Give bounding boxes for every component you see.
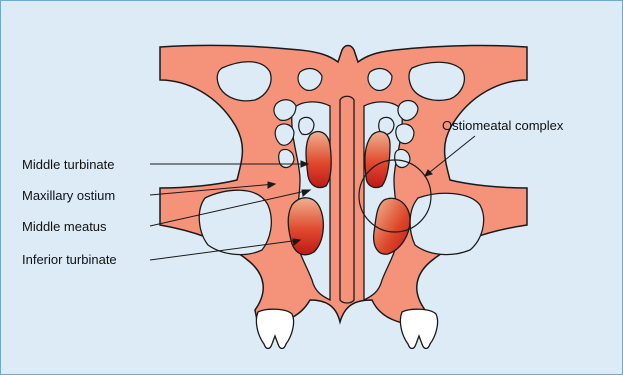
- label-inferior-turbinate: Inferior turbinate: [22, 252, 117, 267]
- left-inferior-turbinate: [288, 198, 323, 255]
- left-middle-turbinate: [306, 132, 331, 188]
- left-tooth: [256, 309, 293, 348]
- label-middle-turbinate: Middle turbinate: [22, 157, 115, 172]
- right-tooth: [400, 309, 437, 348]
- label-middle-meatus: Middle meatus: [22, 219, 107, 234]
- label-maxillary-ostium: Maxillary ostium: [22, 188, 115, 203]
- right-maxillary-sinus: [410, 193, 484, 254]
- right-orbit: [409, 62, 464, 100]
- right-middle-turbinate: [365, 132, 390, 188]
- nasal-septum: [340, 96, 354, 303]
- label-ostiomeatal-complex: Ostiomeatal complex: [442, 118, 564, 133]
